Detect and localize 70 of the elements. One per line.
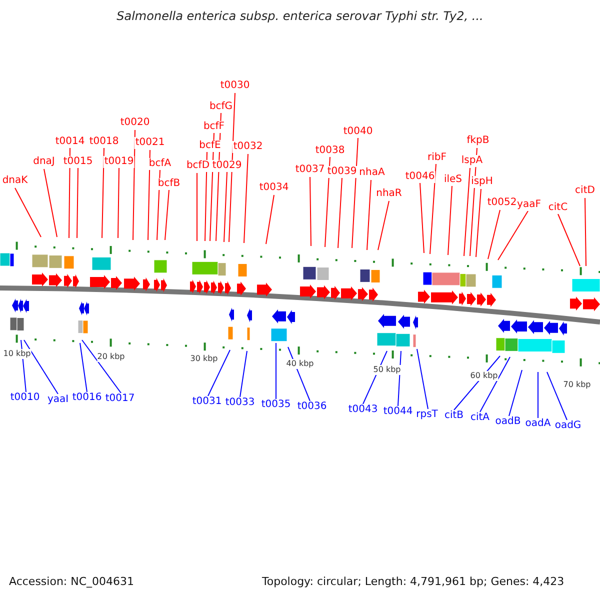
leader-line — [82, 340, 122, 394]
leader-line — [210, 132, 214, 242]
scale-label: 10 kbp — [3, 349, 31, 359]
scale-label: 20 kbp — [97, 352, 125, 362]
leader-line — [420, 182, 424, 254]
gene-label: t0021 — [134, 137, 166, 149]
leader-line — [244, 154, 248, 244]
leader-line — [416, 348, 428, 410]
leader-line — [488, 210, 500, 260]
gene-label: t0039 — [326, 166, 358, 178]
leader-line — [102, 148, 104, 238]
gene-label: rpsT — [415, 409, 439, 421]
leader-line — [480, 356, 510, 412]
leader-line — [118, 168, 120, 238]
leader-line — [470, 148, 478, 256]
leader-line — [476, 188, 482, 258]
gene-label: fkpB — [466, 135, 490, 147]
leader-line — [68, 148, 70, 238]
gene-label: ispH — [470, 176, 494, 188]
leader-line — [14, 188, 42, 238]
scale-label: 50 kbp — [373, 365, 401, 375]
leader-line — [508, 370, 522, 416]
leader-line — [266, 194, 274, 244]
leader-line — [24, 340, 58, 394]
gene-label: t0015 — [62, 156, 94, 168]
leader-line — [448, 186, 452, 256]
gene-label: bcfF — [202, 121, 226, 133]
leader-line — [80, 342, 88, 392]
leader-line — [132, 130, 136, 240]
leader-line — [464, 168, 470, 256]
leader-line — [224, 172, 228, 242]
gene-label: lspA — [460, 155, 484, 167]
gene-label: bcfB — [156, 178, 182, 190]
leader-line — [44, 168, 58, 238]
leader-line — [324, 156, 330, 248]
diagram-title: Salmonella enterica subsp. enterica serovar Typhi str. Ty2, ... — [116, 9, 484, 23]
gene-label: bcfA — [148, 158, 172, 170]
leader-line — [208, 350, 230, 396]
leader-line — [204, 152, 208, 242]
leader-line — [430, 164, 436, 254]
accession-text: Accession: NC_004631 — [9, 575, 134, 588]
gene-label: yaaI — [46, 394, 70, 406]
gene-label: bcfD — [185, 160, 211, 172]
leader-line — [196, 172, 198, 242]
leader-line — [546, 372, 568, 420]
gene-label: t0019 — [103, 156, 135, 168]
leader-line — [366, 180, 372, 250]
leader-line — [498, 210, 528, 260]
gene-label: t0046 — [404, 171, 436, 183]
leader-line — [148, 150, 150, 240]
leader-line — [76, 168, 78, 238]
leader-line — [378, 200, 390, 250]
gene-label: t0032 — [232, 141, 264, 153]
gene-label: citC — [547, 202, 569, 214]
gene-label: t0029 — [211, 160, 243, 172]
leader-line — [240, 350, 248, 398]
summary-text: Topology: circular; Length: 4,791,961 bp; Genes: 4,423 — [262, 575, 564, 588]
leader-line — [584, 198, 586, 266]
gene-label: bcfE — [198, 140, 222, 152]
leader-line — [164, 190, 170, 240]
scale-label: 70 kbp — [563, 380, 591, 390]
leader-line — [338, 178, 342, 248]
leader-line — [310, 176, 312, 246]
gene-label: dnaJ — [32, 156, 56, 168]
gene-label: yaaF — [516, 199, 542, 211]
leader-line — [352, 138, 358, 248]
scale-label: 60 kbp — [470, 371, 498, 381]
scale-label: 40 kbp — [286, 359, 314, 369]
leader-line — [558, 214, 580, 266]
scale-label: 30 kbp — [190, 354, 218, 364]
